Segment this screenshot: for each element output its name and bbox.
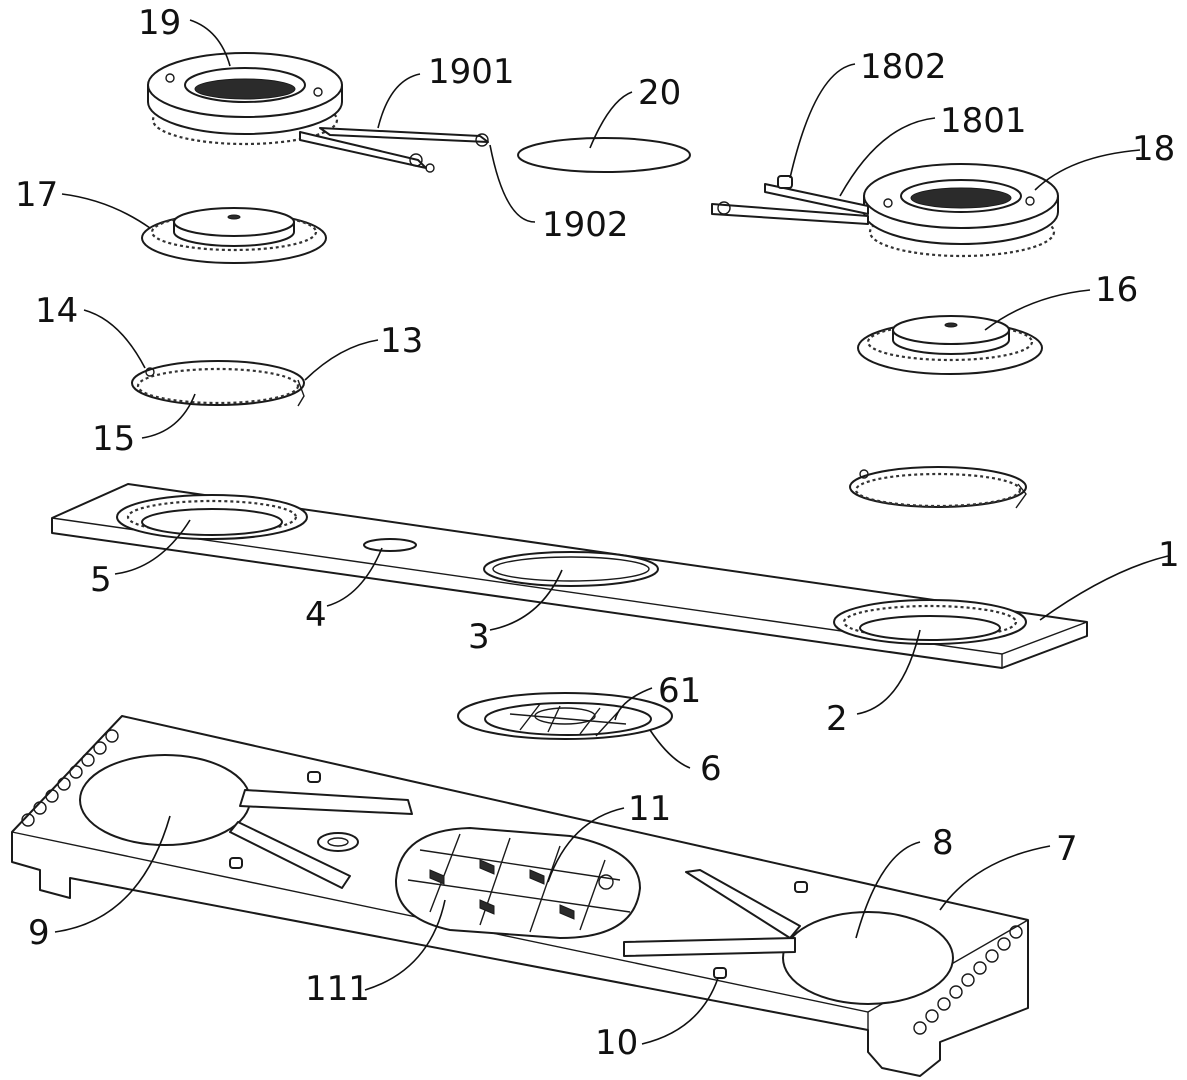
label-20: 20 — [638, 73, 681, 113]
central-grille-11 — [394, 827, 641, 939]
label-61: 61 — [658, 671, 701, 711]
label-18: 18 — [1132, 129, 1175, 169]
label-2: 2 — [826, 699, 848, 739]
label-1902: 1902 — [542, 205, 629, 245]
disc-20 — [517, 137, 691, 173]
perforation-row-left — [21, 729, 119, 827]
label-13: 13 — [380, 321, 423, 361]
label-7: 7 — [1056, 829, 1078, 869]
coil-lead-1901 — [319, 127, 489, 147]
label-1801: 1801 — [940, 101, 1027, 141]
label-19: 19 — [138, 3, 181, 43]
leader-lines — [54, 19, 1169, 1045]
retaining-ring-right — [849, 466, 1027, 509]
label-8: 8 — [932, 823, 954, 863]
retaining-ring-left — [131, 360, 305, 407]
label-1802: 1802 — [860, 47, 947, 87]
coil-lead-1801 — [764, 175, 869, 215]
coil-lead-1902 — [299, 131, 435, 173]
label-10: 10 — [595, 1023, 638, 1063]
label-3: 3 — [468, 617, 490, 657]
label-14: 14 — [35, 291, 78, 331]
grille-disc-6 — [457, 692, 673, 740]
coil-lead-1802 — [711, 201, 869, 225]
label-1: 1 — [1158, 535, 1180, 575]
magnet-assembly-16 — [857, 315, 1043, 375]
magnet-assembly-17 — [141, 207, 327, 264]
label-4: 4 — [305, 595, 327, 635]
label-15: 15 — [92, 419, 135, 459]
base-plate-7 — [11, 715, 1029, 1077]
label-11: 11 — [628, 789, 671, 829]
label-6: 6 — [700, 749, 722, 789]
label-17: 17 — [15, 175, 58, 215]
reference-labels: 19 1901 20 1802 1801 18 1902 17 16 14 13… — [15, 3, 1180, 1063]
label-9: 9 — [28, 913, 50, 953]
label-5: 5 — [90, 560, 112, 600]
label-16: 16 — [1095, 270, 1138, 310]
coil-ring-18 — [863, 163, 1059, 258]
label-111: 111 — [305, 969, 370, 1009]
coil-ring-19 — [147, 52, 343, 146]
perforation-row-right — [913, 925, 1023, 1035]
upper-plate-1 — [51, 483, 1088, 669]
cavity-8 — [782, 911, 954, 1005]
label-1901: 1901 — [428, 52, 515, 92]
